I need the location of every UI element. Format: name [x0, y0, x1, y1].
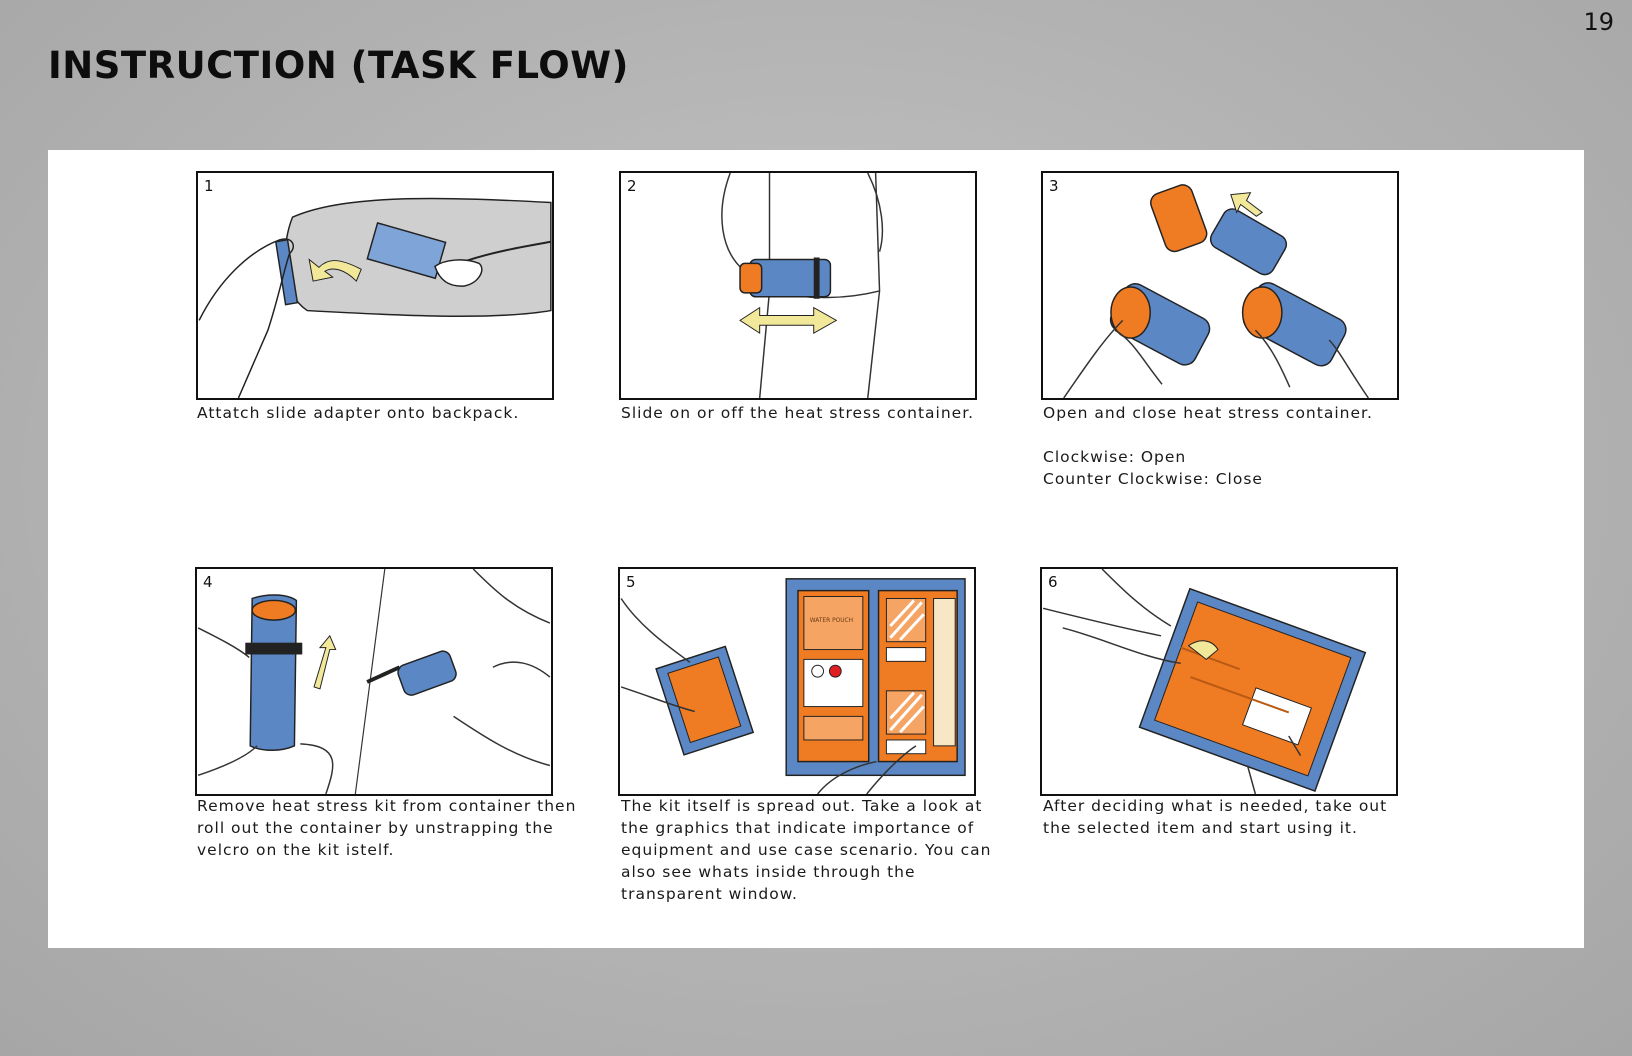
caption-line: the graphics that indicate importance of — [621, 819, 975, 837]
step-6-caption: After deciding what is needed, take out … — [1043, 795, 1403, 839]
caption-line: velcro on the kit istelf. — [197, 841, 395, 859]
person-slide-drawing — [721, 173, 884, 398]
caption-line: After deciding what is needed, take out — [1043, 797, 1388, 815]
caption-line: Counter Clockwise: Close — [1043, 470, 1263, 488]
step-2-caption: Slide on or off the heat stress containe… — [621, 402, 981, 424]
use-item-drawing — [1042, 569, 1367, 794]
spread-kit-drawing: WATER POUCH — [620, 578, 966, 794]
step-3-caption: Open and close heat stress container. Cl… — [1043, 402, 1403, 490]
page-title: INSTRUCTION (TASK FLOW) — [48, 44, 629, 87]
remove-kit-drawing — [197, 569, 551, 794]
step-4-illustration: 4 — [195, 567, 553, 796]
caption-line: Attatch slide adapter onto backpack. — [197, 404, 520, 422]
caption-line: transparent window. — [621, 885, 798, 903]
caption-line: equipment and use case scenario. You can — [621, 841, 992, 859]
caption-line: Slide on or off the heat stress containe… — [621, 404, 975, 422]
step-5-caption: The kit itself is spread out. Take a loo… — [621, 795, 992, 905]
container-open-close-drawing — [1063, 184, 1369, 398]
step-1-illustration: 1 — [196, 171, 554, 400]
caption-line: also see whats inside through the — [621, 863, 916, 881]
step-5-number: 5 — [626, 573, 636, 591]
step-6-number: 6 — [1048, 573, 1058, 591]
caption-line: roll out the container by unstrapping th… — [197, 819, 554, 837]
step-3-number: 3 — [1049, 177, 1059, 195]
water-pouch-label: WATER POUCH — [810, 618, 853, 624]
step-1-caption: Attatch slide adapter onto backpack. — [197, 402, 557, 424]
backpack-adapter-drawing — [198, 197, 552, 398]
step-4-number: 4 — [203, 573, 213, 591]
step-1-number: 1 — [204, 177, 214, 195]
caption-line: the selected item and start using it. — [1043, 819, 1358, 837]
caption-line: Clockwise: Open — [1043, 448, 1187, 466]
step-2-illustration: 2 — [619, 171, 977, 400]
step-6-illustration: 6 — [1040, 567, 1398, 796]
step-4-caption: Remove heat stress kit from container th… — [197, 795, 577, 861]
instruction-sheet: 1 2 3 — [48, 150, 1584, 948]
page-number: 19 — [1583, 8, 1614, 36]
step-5-illustration: 5 WATER POUCH — [618, 567, 976, 796]
step-3-illustration: 3 — [1041, 171, 1399, 400]
caption-line: Remove heat stress kit from container th… — [197, 797, 577, 815]
step-2-number: 2 — [627, 177, 637, 195]
caption-line: The kit itself is spread out. Take a loo… — [621, 797, 983, 815]
caption-line: Open and close heat stress container. — [1043, 404, 1373, 422]
